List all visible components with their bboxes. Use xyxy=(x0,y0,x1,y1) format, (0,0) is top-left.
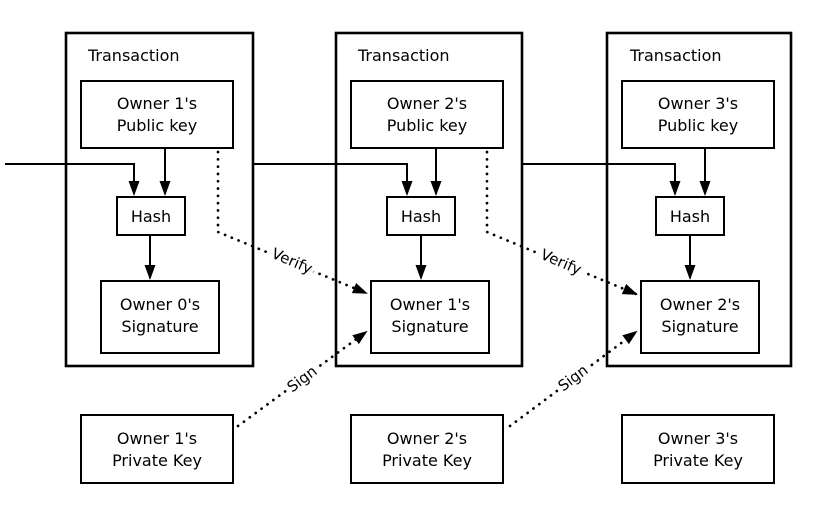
owner-2-public-key-box xyxy=(350,80,504,149)
sign-arrow-2 xyxy=(508,330,638,428)
sign-label-1: Sign xyxy=(284,362,321,396)
owner-1-public-key-box xyxy=(80,80,234,149)
transaction-2-border xyxy=(334,31,524,368)
transaction-2-title: Transaction xyxy=(357,46,450,65)
transaction-3-title: Transaction xyxy=(629,46,722,65)
chain-link-to-hash-arrow-2 xyxy=(254,163,413,196)
chain-link-to-hash-arrow-3 xyxy=(523,163,681,196)
verify-arrow-2 xyxy=(485,150,638,296)
transaction-1-border xyxy=(64,31,255,368)
verify-arrow-1 xyxy=(216,150,368,295)
transaction-1-hash-label: Hash xyxy=(131,207,171,226)
owner-1-private-key-box xyxy=(80,414,234,484)
verify-label-2: Verify xyxy=(538,245,584,278)
transaction-3-border xyxy=(605,31,793,368)
transaction-1-hash-box xyxy=(116,196,186,236)
owner-3-public-key-box xyxy=(621,80,775,149)
verify-label-1: Verify xyxy=(269,244,315,277)
owner-3-private-key-box xyxy=(621,414,775,484)
transaction-3-hash-label: Hash xyxy=(670,207,710,226)
sign-arrow-1 xyxy=(236,330,368,428)
sign-label-2: Sign xyxy=(555,361,592,395)
owner-1-signature-box xyxy=(370,280,490,354)
transaction-2-hash-box xyxy=(386,196,456,236)
prev-block-to-hash-arrow-1 xyxy=(5,163,140,196)
owner-2-signature-box xyxy=(640,280,760,354)
transaction-2-hash-label: Hash xyxy=(401,207,441,226)
transaction-1-title: Transaction xyxy=(87,46,180,65)
owner-0-signature-box xyxy=(100,280,220,354)
owner-2-private-key-box xyxy=(350,414,504,484)
transaction-3-hash-box xyxy=(655,196,725,236)
